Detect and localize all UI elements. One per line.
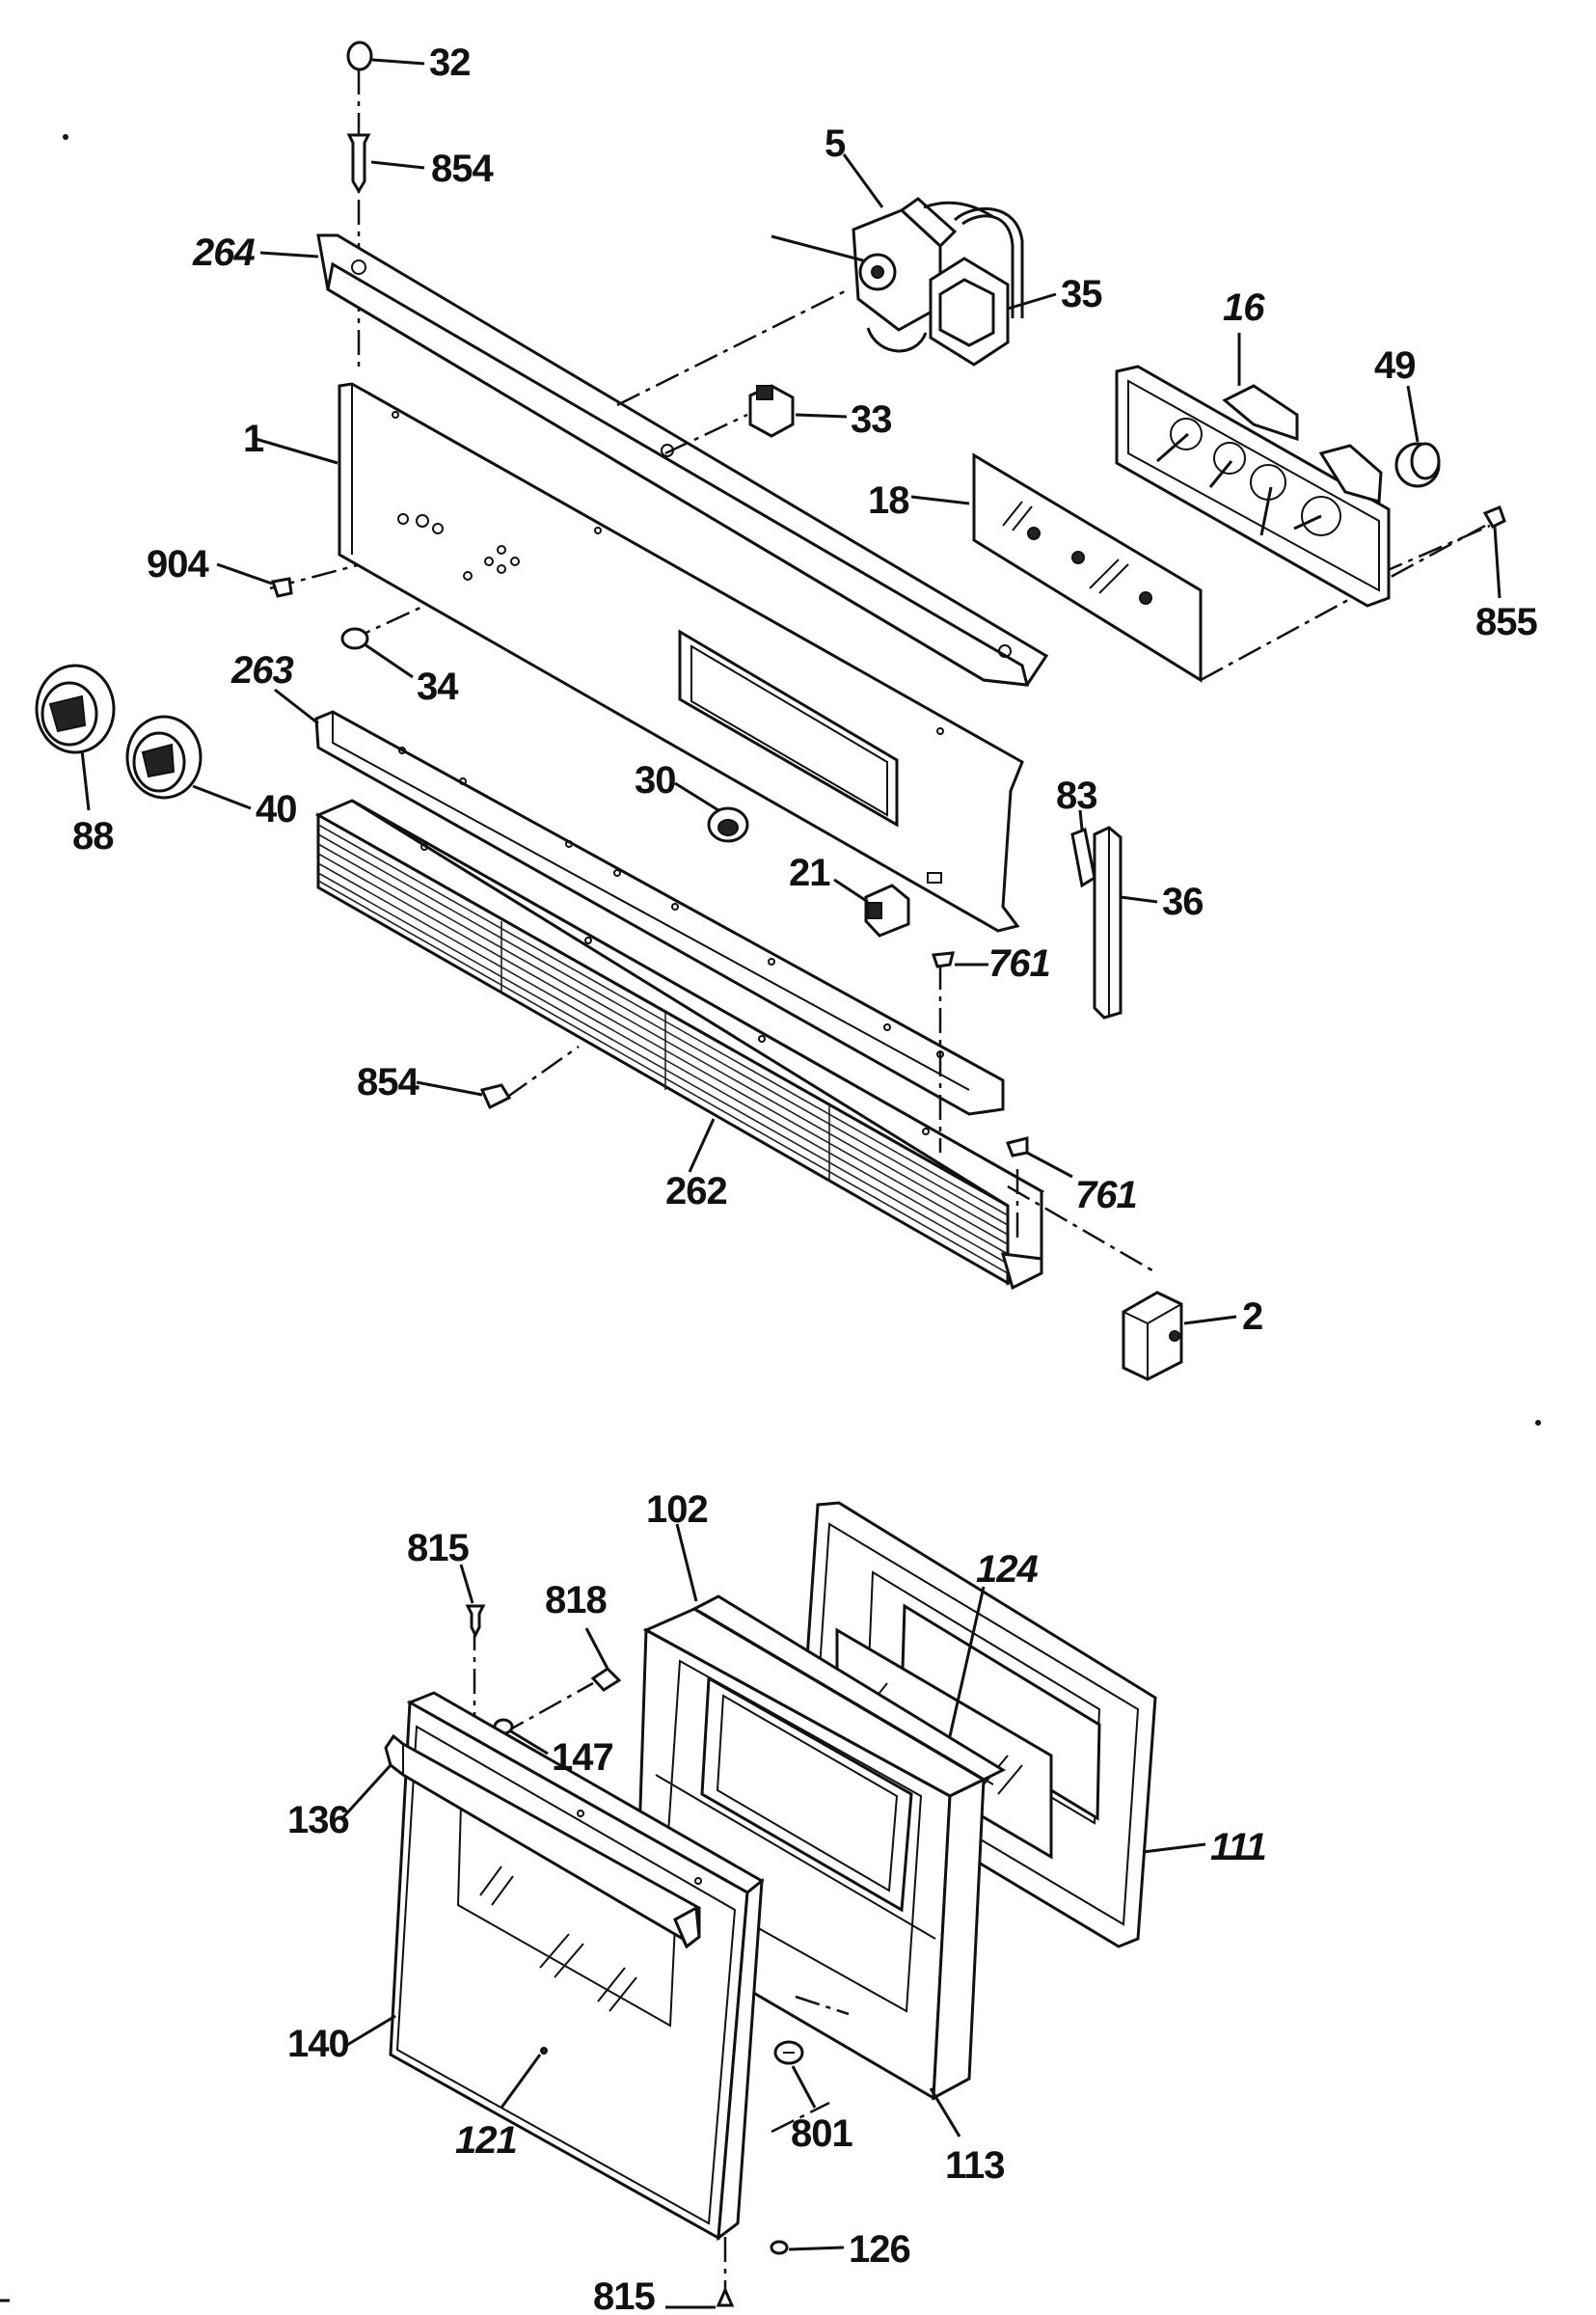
part-40-knob xyxy=(125,715,252,810)
axis-line xyxy=(616,287,850,407)
part-140-outer-door xyxy=(346,1691,765,2242)
speck xyxy=(63,134,68,140)
part-35-thermostat xyxy=(929,207,1057,367)
label-761-a: 761 xyxy=(988,942,1050,985)
part-30-small-knob xyxy=(674,781,749,843)
label-262: 262 xyxy=(665,1170,727,1212)
axis-line xyxy=(505,1045,580,1100)
part-264-trim-bar xyxy=(259,233,1049,687)
part-83-clip xyxy=(1070,809,1096,888)
axis-line xyxy=(1200,524,1486,682)
part-18-glass-panel xyxy=(910,452,1203,683)
part-854-screw-bottom xyxy=(416,1080,512,1110)
part-262-vent-grille xyxy=(314,799,1045,1291)
label-21: 21 xyxy=(789,852,830,894)
part-49-knob xyxy=(1394,385,1441,488)
part-2-end-cap xyxy=(1122,1291,1237,1381)
label-113: 113 xyxy=(945,2144,1005,2187)
label-264: 264 xyxy=(192,232,255,274)
label-5: 5 xyxy=(825,123,846,165)
label-124: 124 xyxy=(976,1548,1038,1591)
axis-line xyxy=(1378,524,1491,576)
part-761-screw-a xyxy=(931,951,988,968)
part-815-screw-bottom xyxy=(665,2286,735,2309)
label-801: 801 xyxy=(791,2112,852,2155)
label-854-bottom: 854 xyxy=(357,1061,419,1103)
part-36-side-trim xyxy=(1093,826,1158,1020)
label-855: 855 xyxy=(1475,601,1537,643)
label-1: 1 xyxy=(243,418,264,460)
label-111: 111 xyxy=(1210,1826,1266,1868)
label-126: 126 xyxy=(849,2228,910,2271)
label-121: 121 xyxy=(455,2119,517,2162)
label-30: 30 xyxy=(635,759,676,802)
part-263-lower-trim xyxy=(274,688,1005,1116)
part-113-inner-door xyxy=(635,1607,987,2138)
speck xyxy=(1535,1420,1541,1426)
label-16: 16 xyxy=(1223,286,1265,329)
leader-121 xyxy=(500,2054,542,2109)
part-854-screw-top xyxy=(346,133,425,194)
axis-line xyxy=(771,2101,830,2134)
label-2: 2 xyxy=(1242,1295,1262,1338)
part-818-screw xyxy=(584,1627,622,1692)
axis-line xyxy=(346,582,473,643)
part-34-plug xyxy=(340,627,414,679)
part-761-screw-b xyxy=(1005,1136,1073,1179)
label-33: 33 xyxy=(851,398,892,441)
label-761-b: 761 xyxy=(1075,1174,1137,1216)
label-32: 32 xyxy=(429,41,471,84)
label-88: 88 xyxy=(72,815,114,858)
label-136: 136 xyxy=(287,1799,349,1841)
part-136-door-handle xyxy=(340,1733,701,1949)
label-40: 40 xyxy=(256,788,297,831)
part-102-frame xyxy=(675,1523,1007,1785)
label-18: 18 xyxy=(868,479,909,522)
part-1-control-panel xyxy=(255,382,1024,933)
label-815-top: 815 xyxy=(407,1527,469,1569)
part-815-screw-top xyxy=(459,1564,486,1639)
label-83: 83 xyxy=(1056,775,1097,817)
part-121-glass-point xyxy=(540,2047,548,2055)
part-904-screw xyxy=(216,562,293,598)
part-32-cap xyxy=(346,41,425,71)
axis-line xyxy=(500,1681,594,1736)
part-16-control-board xyxy=(1115,333,1391,608)
label-854-top: 854 xyxy=(431,148,494,190)
part-5-motor xyxy=(771,153,994,353)
label-102: 102 xyxy=(646,1488,708,1531)
label-818: 818 xyxy=(545,1579,607,1621)
part-88-knob xyxy=(35,664,116,811)
label-36: 36 xyxy=(1162,881,1204,923)
axis-line xyxy=(1007,1185,1158,1275)
label-147: 147 xyxy=(552,1736,613,1779)
label-263: 263 xyxy=(230,649,293,692)
part-855-screw xyxy=(1482,505,1506,599)
part-801-screw xyxy=(773,2040,817,2109)
label-49: 49 xyxy=(1374,344,1416,387)
axis-line xyxy=(664,413,748,455)
label-34: 34 xyxy=(417,666,459,708)
part-33-switch xyxy=(748,384,848,438)
label-904: 904 xyxy=(147,543,209,586)
label-815-bottom: 815 xyxy=(593,2275,655,2315)
part-126-plug xyxy=(770,2240,845,2255)
label-35: 35 xyxy=(1061,273,1102,315)
part-21-switch xyxy=(833,878,910,938)
label-140: 140 xyxy=(287,2023,349,2065)
